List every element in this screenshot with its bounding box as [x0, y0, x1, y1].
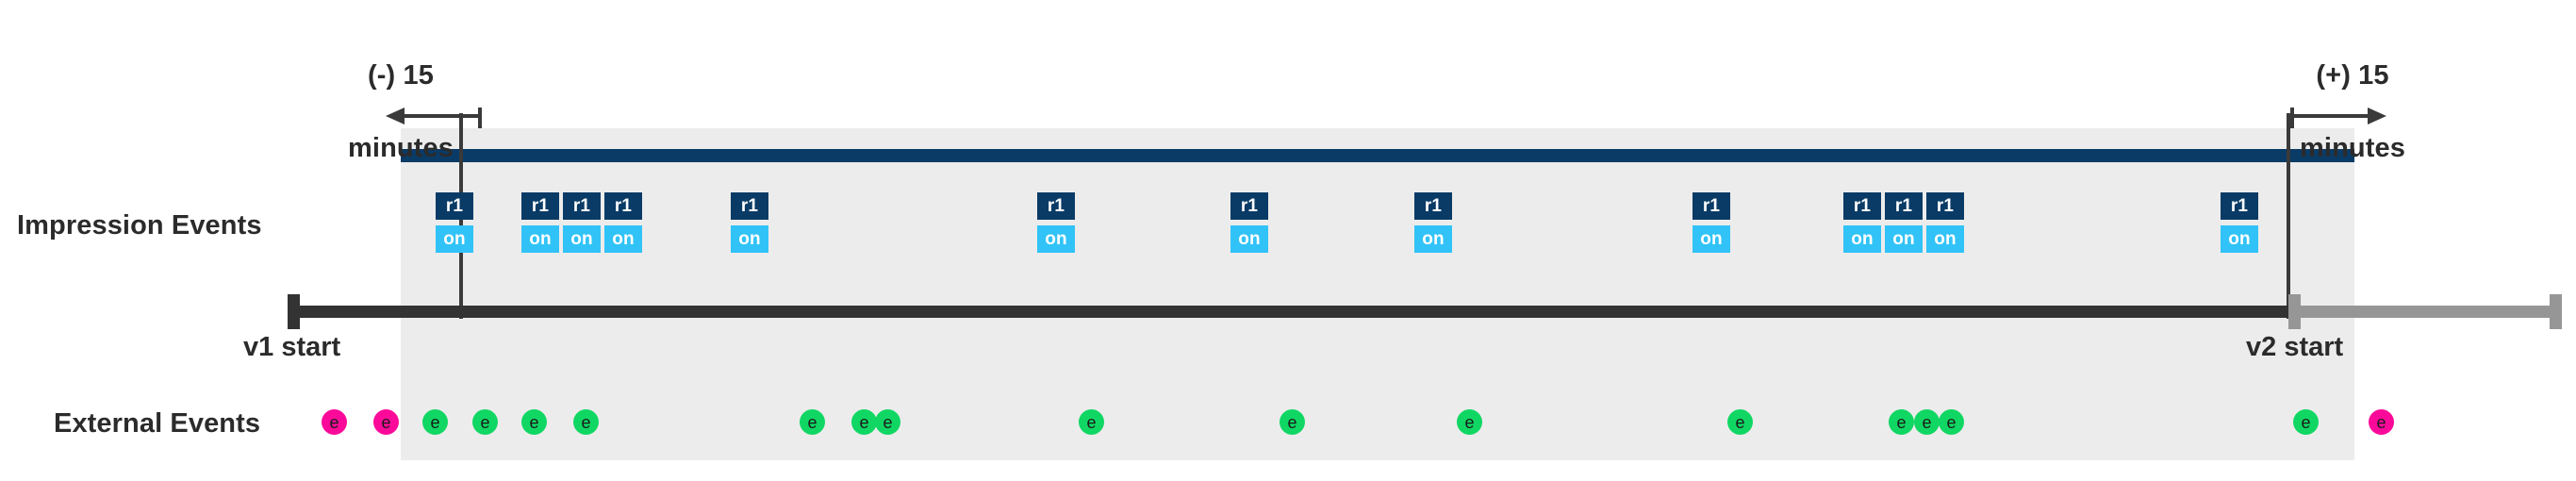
external-event-dot[interactable]: e	[1280, 409, 1305, 435]
impression-badge-group: r1 on	[1037, 192, 1075, 253]
external-event-dot[interactable]: e	[1914, 409, 1940, 435]
badge-state[interactable]: on	[2221, 225, 2258, 253]
external-event-dot[interactable]: e	[1889, 409, 1914, 435]
callout-plus-line1: (+) 15	[2316, 59, 2389, 91]
v1-start-label: v1 start	[243, 332, 341, 362]
badge-request[interactable]: r1	[1926, 192, 1964, 220]
badge-row-request: r1	[1414, 192, 1452, 220]
impression-badge-group: r1 on	[1414, 192, 1452, 253]
badge-request[interactable]: r1	[563, 192, 601, 220]
badge-request[interactable]: r1	[731, 192, 768, 220]
impression-badge-group: r1 on	[2221, 192, 2258, 253]
badge-row-request: r1	[1037, 192, 1075, 220]
external-event-dot[interactable]: e	[875, 409, 900, 435]
impression-badge-group: r1 r1 r1 on on on	[521, 192, 642, 253]
badge-state[interactable]: on	[1693, 225, 1730, 253]
arrow-right-icon	[2290, 108, 2386, 128]
impression-badge-group: r1 on	[1693, 192, 1730, 253]
badge-request[interactable]: r1	[436, 192, 473, 220]
external-event-dot[interactable]: e	[1939, 409, 1964, 435]
callout-minus-line1: (-) 15	[368, 59, 434, 91]
timeline-rail-v2	[2288, 306, 2562, 318]
badge-row-request: r1	[1230, 192, 1268, 220]
external-event-dot[interactable]: e	[1079, 409, 1104, 435]
v2-start-label: v2 start	[2246, 332, 2344, 362]
impression-badge-group: r1 on	[436, 192, 473, 253]
badge-state[interactable]: on	[521, 225, 559, 253]
external-event-dot[interactable]: e	[322, 409, 347, 435]
badge-state[interactable]: on	[1037, 225, 1075, 253]
badge-request[interactable]: r1	[604, 192, 642, 220]
badge-request[interactable]: r1	[1843, 192, 1881, 220]
badge-request[interactable]: r1	[1693, 192, 1730, 220]
badge-state[interactable]: on	[436, 225, 473, 253]
badge-state[interactable]: on	[563, 225, 601, 253]
badge-state[interactable]: on	[731, 225, 768, 253]
badge-row-state: on	[1037, 225, 1075, 253]
badge-request[interactable]: r1	[2221, 192, 2258, 220]
badge-row-request: r1	[1693, 192, 1730, 220]
arrow-left-icon	[386, 108, 482, 128]
impression-badge-group: r1 on	[1230, 192, 1268, 253]
timeline-rail-v1	[288, 306, 2288, 318]
impression-badge-group: r1 r1 r1 on on on	[1843, 192, 1964, 253]
callout-plus-15-minutes: (+) 15 minutes	[2277, 21, 2428, 203]
row-label-external-events: External Events	[54, 408, 261, 439]
badge-state[interactable]: on	[604, 225, 642, 253]
badge-request[interactable]: r1	[1230, 192, 1268, 220]
badge-state[interactable]: on	[1843, 225, 1881, 253]
badge-state[interactable]: on	[1885, 225, 1923, 253]
attribution-window-band	[401, 128, 2354, 460]
row-label-impression-events: Impression Events	[17, 210, 262, 240]
external-event-dot[interactable]: e	[422, 409, 448, 435]
marker-line-plus-15	[2287, 113, 2290, 319]
badge-request[interactable]: r1	[1414, 192, 1452, 220]
badge-row-state: on on on	[521, 225, 642, 253]
badge-request[interactable]: r1	[521, 192, 559, 220]
badge-row-state: on	[1414, 225, 1452, 253]
badge-state[interactable]: on	[1230, 225, 1268, 253]
badge-request[interactable]: r1	[1037, 192, 1075, 220]
badge-row-request: r1	[731, 192, 768, 220]
callout-minus-15-minutes: (-) 15 minutes	[325, 21, 476, 203]
badge-row-state: on on on	[1843, 225, 1964, 253]
callout-plus-line2: minutes	[2300, 132, 2405, 163]
impression-badge-group: r1 on	[731, 192, 768, 253]
external-event-dot[interactable]: e	[2369, 409, 2394, 435]
external-event-dot[interactable]: e	[2293, 409, 2319, 435]
badge-row-request: r1 r1 r1	[521, 192, 642, 220]
external-event-dot[interactable]: e	[1727, 409, 1753, 435]
badge-row-state: on	[1693, 225, 1730, 253]
badge-row-state: on	[436, 225, 473, 253]
badge-state[interactable]: on	[1926, 225, 1964, 253]
badge-row-request: r1 r1 r1	[1843, 192, 1964, 220]
badge-row-state: on	[2221, 225, 2258, 253]
external-event-dot[interactable]: e	[1457, 409, 1482, 435]
version-bar	[401, 149, 2354, 162]
badge-row-request: r1	[2221, 192, 2258, 220]
badge-row-request: r1	[436, 192, 473, 220]
badge-state[interactable]: on	[1414, 225, 1452, 253]
badge-request[interactable]: r1	[1885, 192, 1923, 220]
badge-row-state: on	[1230, 225, 1268, 253]
callout-minus-line2: minutes	[348, 132, 454, 163]
external-event-dot[interactable]: e	[521, 409, 547, 435]
badge-row-state: on	[731, 225, 768, 253]
external-event-dot[interactable]: e	[800, 409, 825, 435]
external-event-dot[interactable]: e	[851, 409, 877, 435]
external-event-dot[interactable]: e	[573, 409, 599, 435]
external-event-dot[interactable]: e	[472, 409, 498, 435]
v2-end-cap	[2550, 294, 2562, 329]
external-event-dot[interactable]: e	[373, 409, 399, 435]
